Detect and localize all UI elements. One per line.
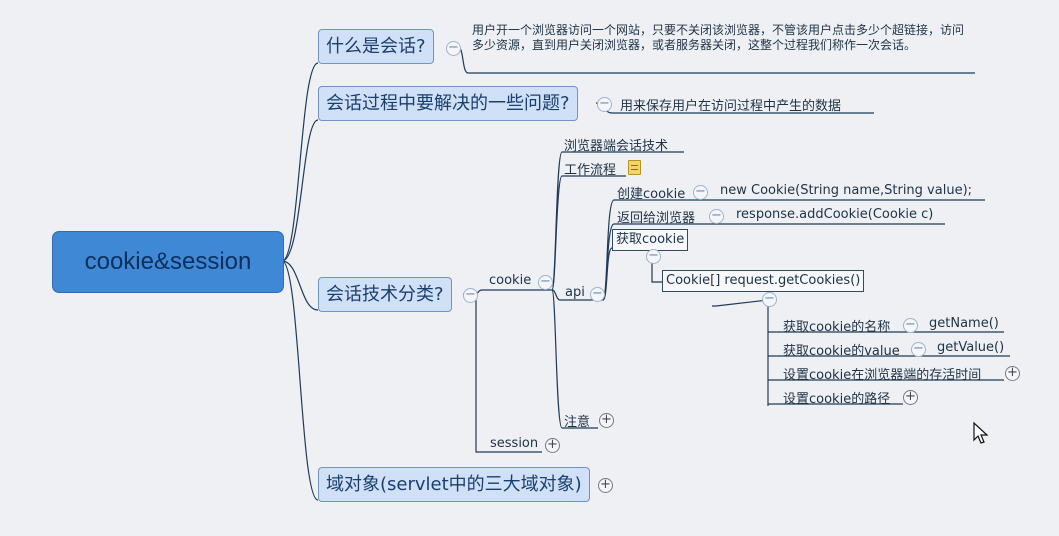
expand-icon[interactable]: +: [599, 413, 614, 428]
branch-cookie[interactable]: cookie: [489, 273, 532, 288]
api-get-cookie[interactable]: 获取cookie: [612, 229, 689, 251]
detail-get-name[interactable]: 获取cookie的名称: [783, 320, 891, 335]
api-return-browser[interactable]: 返回给浏览器: [617, 211, 696, 226]
collapse-icon[interactable]: −: [538, 275, 553, 290]
detail-get-name-code: getName(): [929, 316, 999, 331]
collapse-icon[interactable]: −: [646, 249, 661, 264]
collapse-icon[interactable]: −: [903, 318, 918, 333]
expand-icon[interactable]: +: [598, 478, 613, 493]
memo-icon[interactable]: [628, 160, 641, 175]
collapse-icon[interactable]: −: [762, 292, 777, 307]
topic-problems[interactable]: 会话过程中要解决的一些问题?: [318, 86, 578, 121]
detail-set-max-age[interactable]: 设置cookie在浏览器端的存活时间: [783, 368, 982, 383]
api-create-cookie[interactable]: 创建cookie: [617, 187, 686, 202]
cookie-api[interactable]: api: [565, 285, 585, 300]
detail-set-path[interactable]: 设置cookie的路径: [783, 392, 891, 407]
expand-icon[interactable]: +: [545, 438, 560, 453]
problems-note: 用来保存用户在访问过程中产生的数据: [620, 99, 842, 114]
cookie-notice[interactable]: 注意: [564, 415, 591, 430]
collapse-icon[interactable]: −: [597, 97, 612, 112]
cookie-workflow[interactable]: 工作流程: [564, 163, 617, 178]
topic-what-is-session[interactable]: 什么是会话?: [318, 29, 434, 64]
root-node[interactable]: cookie&session: [52, 231, 284, 293]
api-create-code: new Cookie(String name,String value);: [720, 183, 973, 198]
detail-get-value[interactable]: 获取cookie的value: [783, 344, 900, 359]
expand-icon[interactable]: +: [903, 390, 918, 405]
branch-session[interactable]: session: [490, 436, 539, 451]
collapse-icon[interactable]: −: [911, 342, 926, 357]
collapse-icon[interactable]: −: [709, 209, 724, 224]
detail-get-value-code: getValue(): [937, 340, 1005, 355]
api-return-code: response.addCookie(Cookie c): [736, 207, 934, 222]
what-is-session-note: 用户开一个浏览器访问一个网站，只要不关闭该浏览器，不管该用户点击多少个超链接，访…: [472, 23, 965, 52]
topic-domain-objects[interactable]: 域对象(servlet中的三大域对象): [318, 467, 590, 502]
topic-classification[interactable]: 会话技术分类?: [318, 277, 452, 312]
collapse-icon[interactable]: −: [446, 41, 461, 56]
api-get-code[interactable]: Cookie[] request.getCookies(): [662, 270, 865, 292]
cookie-browser-tech[interactable]: 浏览器端会话技术: [564, 139, 669, 154]
collapse-icon[interactable]: −: [590, 287, 605, 302]
collapse-icon[interactable]: −: [693, 185, 708, 200]
expand-icon[interactable]: +: [1005, 366, 1020, 381]
mouse-cursor-icon: [973, 421, 989, 444]
collapse-icon[interactable]: −: [463, 288, 478, 303]
